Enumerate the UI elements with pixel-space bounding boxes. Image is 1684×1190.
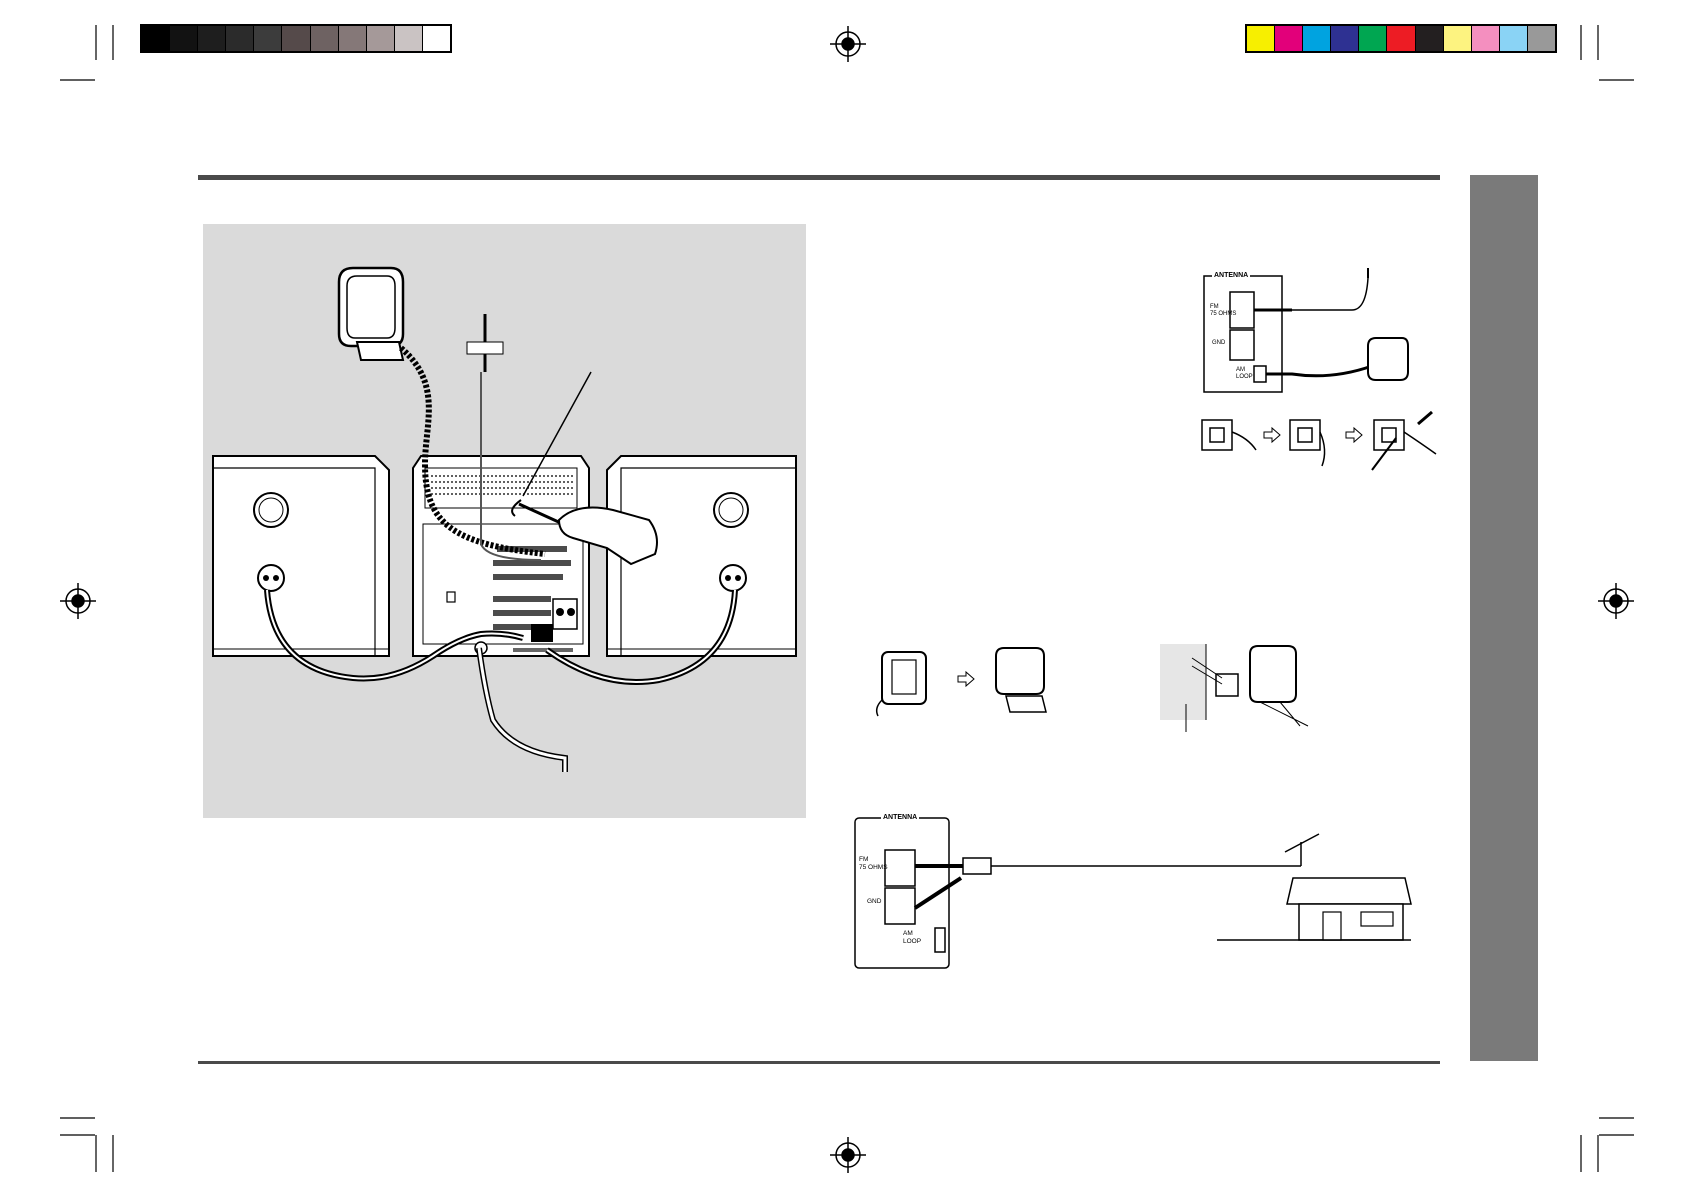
outdoor-fm-antenna-diagram: ANTENNA FM 75 OHMS GND AM LOOP (853, 812, 1413, 972)
color-swatch (1443, 26, 1472, 51)
color-swatch (1527, 26, 1556, 51)
registration-mark-icon (830, 26, 866, 62)
right-speaker (606, 455, 797, 657)
am-terminal-label: AM LOOP (903, 930, 921, 946)
hand-icon (557, 506, 658, 566)
color-swatch (1359, 26, 1388, 51)
panel-header: ANTENNA (1212, 272, 1251, 279)
fm-wire-antenna-icon (466, 314, 542, 561)
left-speaker (212, 455, 390, 657)
registration-mark-icon (1598, 583, 1634, 619)
color-swatch (282, 26, 311, 51)
registration-mark-icon (60, 583, 96, 619)
color-swatch (394, 26, 423, 51)
color-swatch (198, 26, 227, 51)
loop-label: LOOP (1236, 374, 1253, 380)
color-swatch (366, 26, 395, 51)
grayscale-color-bar (140, 24, 452, 53)
registration-mark-icon (830, 1137, 866, 1173)
fm-ohms-label: 75 OHMS (1210, 311, 1237, 317)
color-swatch (1247, 26, 1276, 51)
color-swatch (1471, 26, 1500, 51)
outdoor-antenna-icon (1284, 833, 1320, 866)
fm-terminal-label: FM 75 OHMS (1210, 304, 1236, 318)
color-swatch (1303, 26, 1332, 51)
crop-mark-icon (60, 25, 1634, 1172)
color-swatch (1275, 26, 1304, 51)
color-swatch (226, 26, 255, 51)
am-loop-antenna-icon (1367, 337, 1409, 381)
color-swatch (1387, 26, 1416, 51)
color-swatch (338, 26, 367, 51)
fm-label: FM (1210, 304, 1219, 310)
color-swatch (142, 26, 171, 51)
color-swatch (1499, 26, 1528, 51)
color-swatch (254, 26, 283, 51)
header-rule (198, 175, 1440, 180)
section-side-tab (1470, 175, 1538, 1061)
gnd-label: GND (867, 898, 882, 905)
footer-rule (198, 1061, 1440, 1064)
fm-ohms-label: 75 OHMS (859, 864, 888, 871)
gnd-label: GND (1212, 340, 1226, 346)
panel-header: ANTENNA (881, 814, 920, 821)
arrow-right-icon (957, 670, 975, 688)
fm-terminal-label: FM 75 OHMS (859, 856, 888, 872)
fm-label: FM (859, 856, 869, 863)
am-loop-stand-assembly (866, 646, 1066, 718)
antenna-connection-diagram: ANTENNA FM 75 OHMS GND AM LOOP (1202, 268, 1452, 398)
am-label: AM (1236, 367, 1245, 373)
color-swatch (170, 26, 199, 51)
color-swatch (422, 26, 451, 51)
loop-label: LOOP (903, 938, 922, 945)
am-loop-wall-mount (1160, 644, 1326, 732)
arrow-right-icon (1263, 426, 1363, 444)
screwdriver-icon (511, 371, 592, 526)
am-loop-antenna-icon (995, 647, 1047, 713)
am-terminal-label: AM LOOP (1236, 367, 1253, 381)
am-loop-antenna-icon (337, 266, 405, 361)
color-swatch (1415, 26, 1444, 51)
wire-insertion-steps (1196, 410, 1446, 472)
system-connection-figure (203, 224, 806, 818)
color-swatch (310, 26, 339, 51)
am-label: AM (903, 930, 913, 937)
house-icon (1286, 877, 1412, 941)
color-swatch (1331, 26, 1360, 51)
process-color-bar (1245, 24, 1557, 53)
